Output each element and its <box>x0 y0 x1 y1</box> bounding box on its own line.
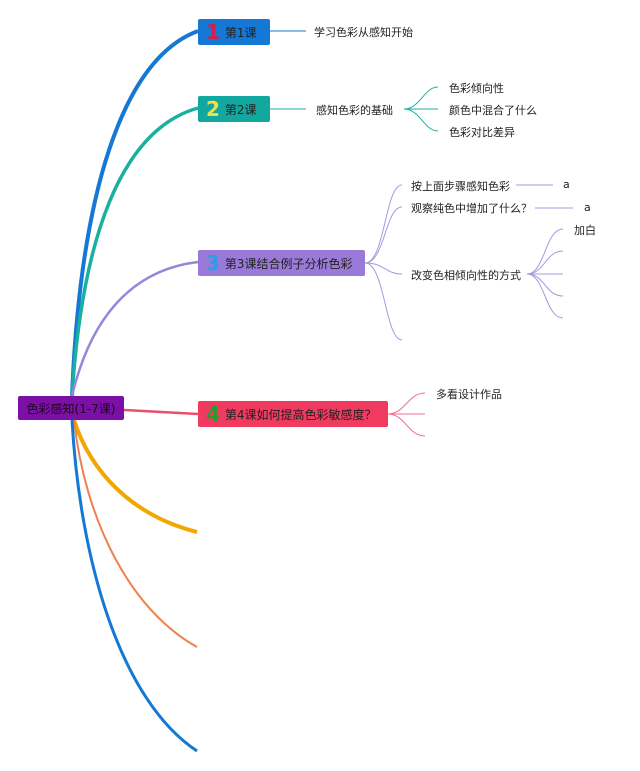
connector <box>526 228 564 275</box>
subtopic-label: 多看设计作品 <box>436 388 502 401</box>
subtopic[interactable]: 颜色中混合了什么 <box>449 102 537 118</box>
subtopic-label: 观察纯色中增加了什么？ <box>411 202 532 215</box>
topic-label: 第2课 <box>224 102 257 117</box>
lesson-number-badge: 1 <box>206 20 220 44</box>
subtopic-label: 色彩倾向性 <box>449 82 504 95</box>
subtopic[interactable]: 色彩对比差异 <box>449 124 515 140</box>
topic-lesson-4[interactable]: 4 第4课如何提高色彩敏感度？ <box>198 401 388 427</box>
subtopic-label: 学习色彩从感知开始 <box>314 26 413 39</box>
connector <box>364 206 403 264</box>
branch-line-empty-2 <box>73 419 198 648</box>
connector <box>387 392 426 415</box>
subtopic[interactable]: 多看设计作品 <box>436 386 502 402</box>
lesson-number-badge: 2 <box>206 97 220 121</box>
connector <box>403 108 439 132</box>
root-topic[interactable]: 色彩感知(1-7课) <box>18 396 124 420</box>
branch-line-lesson-3 <box>70 260 199 397</box>
topic-label: 第4课如何提高色彩敏感度？ <box>224 407 377 422</box>
branch-line-empty-3 <box>70 419 198 753</box>
connector <box>364 262 403 341</box>
topic-lesson-2[interactable]: 2 第2课 <box>198 96 270 122</box>
connector <box>526 273 564 319</box>
branch-line-lesson-4 <box>123 408 199 416</box>
connector <box>387 413 426 437</box>
subtopic[interactable]: 按上面步骤感知色彩 <box>411 178 510 194</box>
topic-label: 第1课 <box>224 25 257 40</box>
subtopic[interactable]: 感知色彩的基础 <box>316 102 393 118</box>
lesson-number-badge: 4 <box>206 402 220 426</box>
connector <box>526 250 564 275</box>
topic-lesson-1[interactable]: 1 第1课 <box>198 19 270 45</box>
branch-line-lesson-1 <box>70 29 199 397</box>
subtopic-label: 感知色彩的基础 <box>316 104 393 117</box>
subtopic[interactable]: 色彩倾向性 <box>449 80 504 96</box>
subtopic[interactable]: 学习色彩从感知开始 <box>314 24 413 40</box>
connector <box>403 86 439 110</box>
connector <box>526 273 564 297</box>
subtopic[interactable]: a <box>563 178 570 191</box>
subtopic-label: 加白 <box>574 224 596 237</box>
subtopic-label: a <box>563 178 570 191</box>
connector <box>364 262 403 275</box>
subtopic-label: a <box>584 201 591 214</box>
topic-label: 第3课结合例子分析色彩 <box>224 256 353 271</box>
root-topic-label: 色彩感知(1-7课) <box>26 401 116 416</box>
subtopic-label: 按上面步骤感知色彩 <box>411 180 510 193</box>
lesson-number-badge: 3 <box>206 251 220 275</box>
branch-line-lesson-2 <box>70 106 199 397</box>
subtopic-label: 改变色相倾向性的方式 <box>411 269 521 282</box>
subtopic-label: 颜色中混合了什么 <box>449 104 537 117</box>
subtopic[interactable]: 观察纯色中增加了什么？ <box>411 200 532 216</box>
connector <box>364 184 403 264</box>
subtopic[interactable]: 加白 <box>574 222 596 238</box>
subtopic[interactable]: a <box>584 201 591 214</box>
branch-line-empty-1 <box>72 419 198 534</box>
topic-lesson-3[interactable]: 3 第3课结合例子分析色彩 <box>198 250 365 276</box>
subtopic-label: 色彩对比差异 <box>449 126 515 139</box>
subtopic[interactable]: 改变色相倾向性的方式 <box>411 267 521 283</box>
